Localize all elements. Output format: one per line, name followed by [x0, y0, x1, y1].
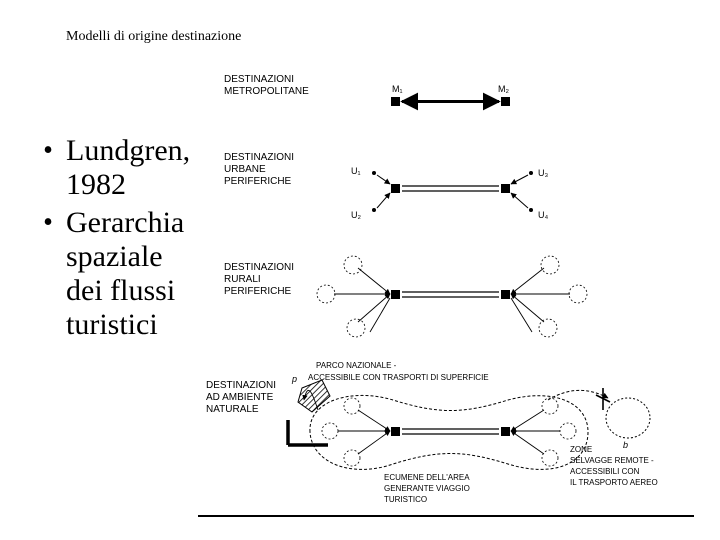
panel4-label-3: NATURALE [206, 404, 259, 415]
rural-clusters [316, 255, 588, 338]
node-rural-left [391, 290, 400, 299]
natural-clusters [321, 397, 577, 467]
ecumene-label-3: TURISTICO [384, 495, 427, 504]
node-u4-label: U₄ [538, 210, 548, 220]
ecumene-label-1: ECUMENE DELL'AREA [384, 473, 470, 482]
node-p-label: p [291, 374, 297, 384]
zone-label-2: SELVAGGE REMOTE - [570, 456, 654, 465]
node-u3 [529, 171, 533, 175]
zone-label-1: ZONE [570, 445, 592, 454]
node-b-label: b [623, 440, 628, 450]
panel2-label-3: PERIFERICHE [224, 176, 292, 187]
node-m1 [391, 97, 400, 106]
node-u2 [372, 208, 376, 212]
zone-label-3: ACCESSIBILI CON [570, 467, 640, 476]
panel2-label-2: URBANE [224, 164, 266, 175]
bullet-item: • Lundgren, 1982 [30, 134, 205, 202]
node-m1-label: M₁ [392, 84, 403, 94]
panel-natural: DESTINAZIONI AD AMBIENTE NATURALE PARCO … [206, 361, 658, 504]
node-u2-label: U₂ [351, 210, 361, 220]
panel1-label-1: DESTINAZIONI [224, 74, 294, 85]
node-rural-right [501, 290, 510, 299]
panel2-label-1: DESTINAZIONI [224, 152, 294, 163]
node-natural-right [501, 427, 510, 436]
hierarchy-diagram-svg: DESTINAZIONI METROPOLITANE M₁ M₂ DESTINA… [198, 74, 694, 517]
panel-urban: DESTINAZIONI URBANE PERIFERICHE U₁ U₂ U₃… [224, 152, 548, 220]
bullet-text: Lundgren, 1982 [66, 134, 191, 201]
node-m2-label: M₂ [498, 84, 509, 94]
bullet-dot-icon: • [43, 135, 53, 166]
panel3-label-3: PERIFERICHE [224, 286, 292, 297]
node-urban-right [501, 184, 510, 193]
remote-zone [605, 397, 651, 439]
park-label-1: PARCO NAZIONALE - [316, 361, 397, 370]
flow-u3 [510, 174, 529, 185]
flow-u4 [510, 192, 529, 209]
ecumene-boundary [309, 394, 589, 470]
natural-spokes [302, 389, 560, 455]
bracket-mark [286, 420, 328, 447]
flow-u1 [376, 174, 391, 185]
panel-rural: DESTINAZIONI RURALI PERIFERICHE [224, 255, 588, 338]
node-u3-label: U₃ [538, 168, 548, 178]
panel3-label-1: DESTINAZIONI [224, 262, 294, 273]
panel4-label-1: DESTINAZIONI [206, 380, 276, 391]
zone-label-4: IL TRASPORTO AEREO [570, 478, 658, 487]
node-u4 [529, 208, 533, 212]
slide-title: Modelli di origine destinazione [66, 29, 242, 44]
bullet-dot-icon: • [43, 207, 53, 238]
panel1-label-2: METROPOLITANE [224, 86, 309, 97]
panel3-label-2: RURALI [224, 274, 261, 285]
rural-spokes [334, 267, 570, 333]
node-u1-label: U₁ [351, 166, 361, 176]
bullet-item: • Gerarchia spaziale dei flussi turistic… [30, 206, 205, 342]
flow-u2 [376, 192, 391, 209]
node-m2 [501, 97, 510, 106]
node-natural-left [391, 427, 400, 436]
bullet-text: Gerarchia spaziale dei flussi turistici [66, 206, 185, 341]
ecumene-label-2: GENERANTE VIAGGIO [384, 484, 470, 493]
hierarchy-diagram: DESTINAZIONI METROPOLITANE M₁ M₂ DESTINA… [198, 50, 694, 520]
node-u1 [372, 171, 376, 175]
panel4-label-2: AD AMBIENTE [206, 392, 274, 403]
bullet-list: • Lundgren, 1982 • Gerarchia spaziale de… [30, 134, 205, 346]
airplane-icon [595, 388, 611, 410]
park-area [297, 379, 331, 413]
park-label-2: ACCESSIBILE CON TRASPORTI DI SUPERFICIE [308, 373, 489, 382]
air-route [547, 389, 609, 401]
panel-metropolitan: DESTINAZIONI METROPOLITANE M₁ M₂ [224, 74, 510, 111]
node-urban-left [391, 184, 400, 193]
